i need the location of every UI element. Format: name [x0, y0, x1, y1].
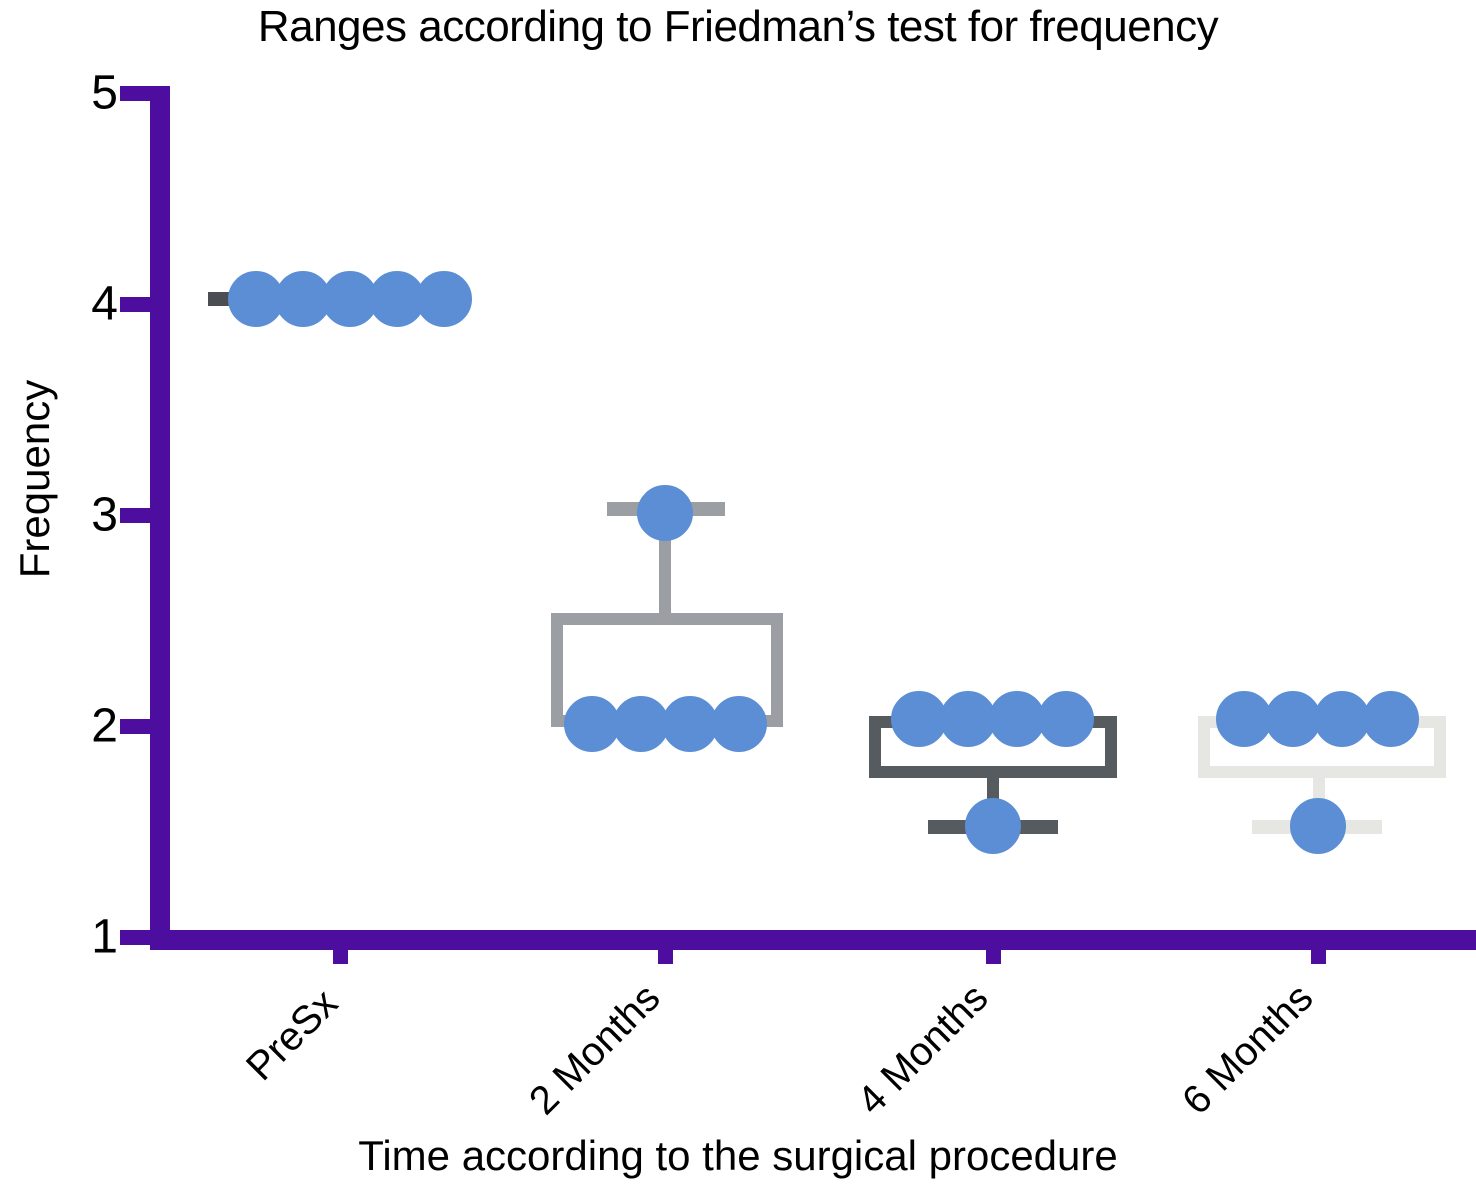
- x-tick-label-6-months: 6 Months: [1174, 975, 1322, 1124]
- data-point-outlier: [965, 798, 1021, 854]
- data-point: [564, 696, 620, 752]
- y-tick-label-3: 3: [91, 488, 118, 542]
- data-point: [662, 696, 718, 752]
- x-tick-2-months: [658, 930, 673, 964]
- data-point: [891, 691, 947, 747]
- y-tick-2: [120, 719, 152, 734]
- data-point-outlier: [1290, 798, 1346, 854]
- y-tick-label-1: 1: [91, 910, 118, 964]
- x-axis-line: [150, 930, 1476, 950]
- y-tick-4: [120, 297, 152, 312]
- data-point: [1265, 691, 1321, 747]
- x-tick-4-months: [986, 930, 1001, 964]
- y-axis-label: Frequency: [11, 379, 58, 579]
- data-point: [1314, 691, 1370, 747]
- y-tick-1: [120, 930, 152, 945]
- data-point: [711, 696, 767, 752]
- x-tick-label-2-months: 2 Months: [521, 975, 669, 1124]
- y-tick-label-2: 2: [91, 699, 118, 753]
- data-point: [416, 271, 472, 327]
- x-axis-label: Time according to the surgical procedure: [358, 1132, 1118, 1179]
- y-tick-3: [120, 508, 152, 523]
- y-tick-5: [120, 86, 152, 101]
- data-point: [940, 691, 996, 747]
- data-point: [1363, 691, 1419, 747]
- data-point: [1038, 691, 1094, 747]
- x-tick-label-presx: PreSx: [238, 980, 347, 1090]
- x-tick-presx: [333, 930, 348, 964]
- x-tick-6-months: [1311, 930, 1326, 964]
- y-axis-line: [150, 86, 170, 950]
- chart-title: Ranges according to Friedman’s test for …: [257, 2, 1219, 51]
- data-point: [613, 696, 669, 752]
- data-point-outlier: [637, 485, 693, 541]
- data-point: [275, 271, 331, 327]
- y-tick-label-4: 4: [91, 277, 118, 331]
- y-tick-label-5: 5: [91, 66, 118, 120]
- data-point: [989, 691, 1045, 747]
- data-point: [1216, 691, 1272, 747]
- x-tick-label-4-months: 4 Months: [849, 975, 997, 1124]
